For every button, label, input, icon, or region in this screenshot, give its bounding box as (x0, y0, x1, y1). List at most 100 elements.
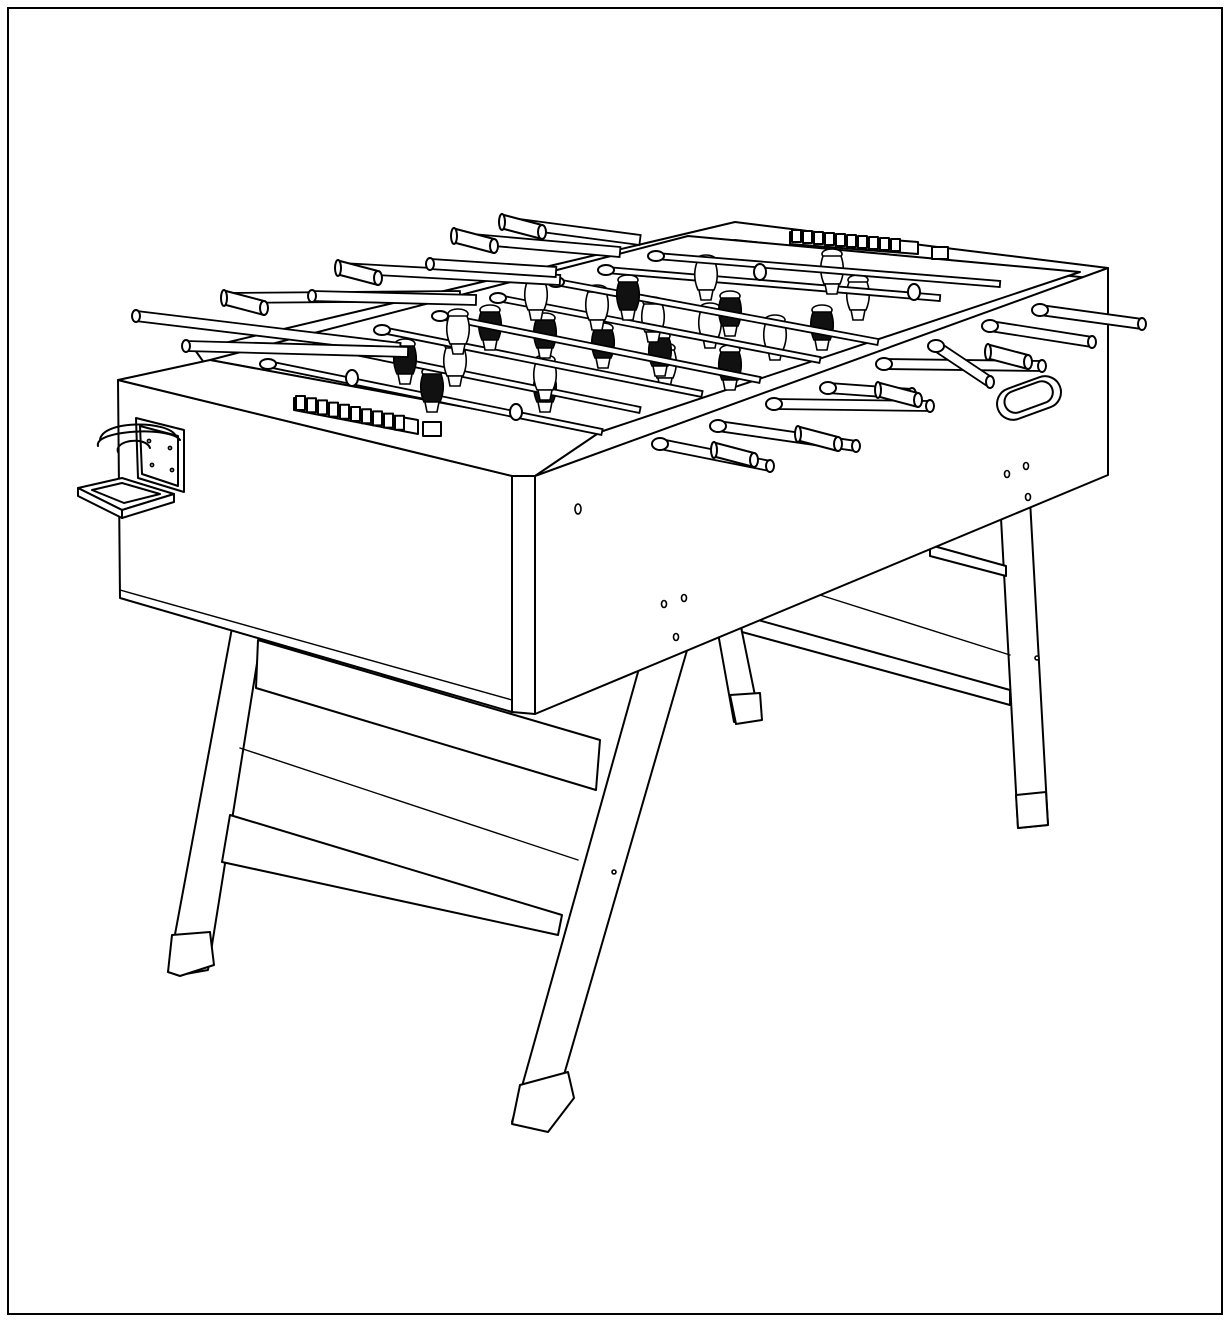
handle-collar (220, 289, 228, 307)
player-body (845, 281, 871, 311)
rod-end-cap (1087, 335, 1097, 349)
rod-end-cap (985, 375, 995, 389)
near-handle-1 (710, 441, 759, 468)
cup-holder-screw (167, 445, 173, 451)
handle-collar (874, 381, 882, 399)
player-body (419, 373, 445, 403)
back-crossbar-rod (819, 594, 1011, 656)
score-bead (361, 408, 372, 425)
score-bead (295, 395, 306, 411)
rod-end-cap (307, 289, 317, 303)
player-foot (722, 379, 738, 391)
cup-holder-ring-inner (116, 439, 151, 453)
player-foot (620, 309, 636, 321)
score-bead (879, 237, 890, 251)
handle-end (749, 452, 759, 468)
rod-bearing (259, 358, 277, 370)
near-handle-4 (984, 343, 1033, 370)
rod-bumper (907, 283, 921, 301)
rod-end-cap (925, 399, 935, 413)
side-hole (680, 593, 688, 603)
front-crossbar-upper (255, 639, 601, 791)
rod-row-8 (647, 250, 1002, 288)
score-bead (328, 401, 339, 418)
cup-holder-screw (146, 438, 152, 444)
score-bead (813, 231, 824, 245)
cup-holder (77, 417, 185, 519)
rod-bumper (753, 263, 767, 281)
cup-holder-ring-outer (97, 430, 181, 447)
player-foot (595, 357, 611, 369)
player-foot (424, 401, 440, 413)
score-counter-back (789, 229, 949, 260)
rod-bearing (373, 324, 391, 336)
front-crossbar-rod (239, 747, 579, 861)
player-figure-light (445, 308, 471, 355)
player-foot (814, 339, 830, 351)
rod-end-cap (425, 257, 435, 271)
side-hole (1003, 469, 1011, 479)
handle-collar (794, 425, 802, 443)
player-foot (652, 365, 668, 377)
back-crossbar-upper (929, 544, 1007, 577)
player-foot (645, 331, 661, 343)
player-figure-dark (419, 366, 445, 413)
score-counter-end-cap (422, 421, 442, 437)
rod-bearing (1031, 303, 1049, 317)
player-foot (528, 309, 544, 321)
score-bead (394, 414, 405, 431)
cup-holder-screw (149, 462, 155, 468)
player-foot (722, 325, 738, 337)
side-hole (660, 599, 668, 609)
score-bead (372, 410, 383, 427)
player-body (523, 281, 549, 311)
handle-end (373, 270, 383, 286)
handle-end (1023, 354, 1033, 370)
handle-end (489, 238, 499, 254)
back-right-leg-foot (1015, 791, 1049, 829)
far-side-rods (131, 213, 642, 358)
front-left-leg (167, 627, 263, 976)
rod-bearing (597, 264, 615, 276)
score-bead (868, 236, 879, 250)
rod-bearing (765, 397, 783, 411)
rod-bumper (509, 403, 523, 421)
near-handle-3 (874, 381, 923, 408)
score-bead (317, 399, 328, 416)
front-left-leg-foot (167, 931, 215, 977)
rod-bearing (819, 381, 837, 395)
handle-grip (455, 228, 495, 254)
front-crossbar-lower (221, 814, 563, 936)
rod-bearing (927, 339, 945, 353)
page-border (7, 7, 1223, 1315)
player-foot (397, 373, 413, 385)
player-body (693, 261, 719, 291)
far-rod-4 (307, 289, 478, 306)
handle-collar (450, 227, 458, 245)
rod-end-cap (1137, 317, 1147, 331)
near-side-rods (651, 303, 1147, 473)
score-bead (339, 403, 350, 420)
side-hole (1022, 461, 1030, 471)
player-foot (850, 309, 866, 321)
handle-end (537, 224, 547, 240)
player-figure-dark (615, 274, 641, 321)
handle-end (259, 300, 269, 316)
rod-bearing (981, 319, 999, 333)
near-rod-8 (1031, 303, 1147, 331)
score-bead (350, 406, 361, 422)
player-foot (482, 339, 498, 351)
back-crossbar-lower (739, 614, 1011, 706)
handle-collar (334, 259, 342, 277)
rod-end-cap (765, 459, 775, 473)
leg-screw (1034, 655, 1040, 661)
cup-holder-ring (99, 423, 177, 441)
near-rod-3 (765, 397, 935, 413)
player-body (615, 281, 641, 311)
end-wall-edge (119, 589, 513, 701)
score-bead (857, 235, 868, 249)
rod-end-cap (131, 309, 141, 323)
near-handle-2 (794, 425, 843, 452)
back-left-leg-foot (729, 692, 763, 725)
